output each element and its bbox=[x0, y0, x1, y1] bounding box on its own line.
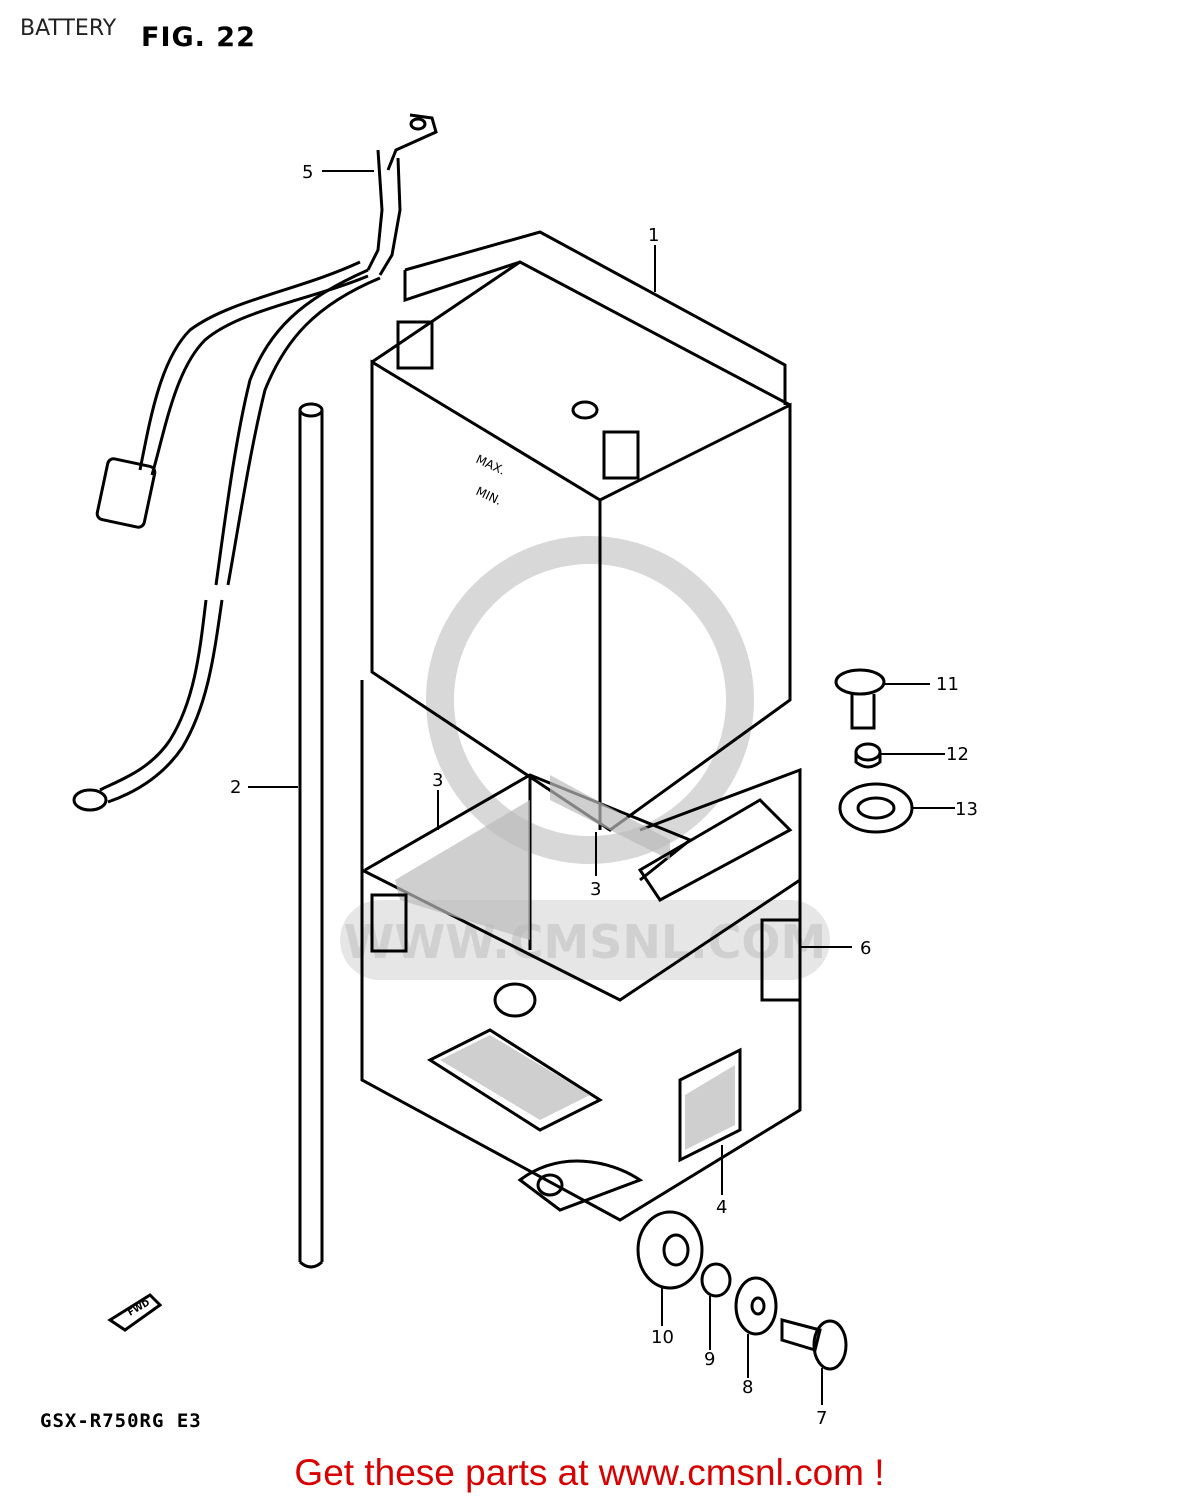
callout-3b: 3 bbox=[590, 879, 601, 900]
cushion-13 bbox=[838, 782, 914, 834]
battery-cable bbox=[72, 113, 438, 812]
washer-8 bbox=[734, 1276, 778, 1336]
cmsnl-watermark: WWW.CMSNL.COM bbox=[340, 536, 830, 980]
callout-10: 10 bbox=[651, 1327, 674, 1348]
callout-7: 7 bbox=[816, 1408, 827, 1429]
callout-11: 11 bbox=[936, 674, 959, 695]
figure-label: FIG. 22 bbox=[141, 22, 256, 53]
callout-5: 5 bbox=[302, 162, 313, 183]
model-code: GSX-R750RG E3 bbox=[40, 1410, 202, 1432]
callout-4: 4 bbox=[716, 1197, 727, 1218]
callout-12: 12 bbox=[946, 744, 969, 765]
watermark-text: WWW.CMSNL.COM bbox=[344, 915, 827, 969]
breather-tube bbox=[298, 402, 324, 1269]
cushion-10 bbox=[636, 1210, 704, 1290]
section-title: BATTERY bbox=[20, 16, 117, 41]
battery-cushion bbox=[395, 775, 735, 1150]
callout-8: 8 bbox=[742, 1377, 753, 1398]
screw-11 bbox=[834, 668, 886, 730]
callout-1: 1 bbox=[648, 225, 659, 246]
callout-13: 13 bbox=[955, 799, 978, 820]
collar-9 bbox=[700, 1262, 732, 1298]
svg-text:MAX.: MAX. bbox=[474, 452, 508, 478]
svg-text:MIN.: MIN. bbox=[474, 484, 504, 508]
battery-band bbox=[370, 798, 802, 1002]
fwd-arrow-icon: FWD bbox=[107, 1293, 163, 1332]
callout-6: 6 bbox=[860, 938, 871, 959]
get-parts-link[interactable]: Get these parts at www.cmsnl.com ! bbox=[294, 1452, 885, 1493]
collar-12 bbox=[854, 742, 882, 769]
callout-2: 2 bbox=[230, 777, 241, 798]
callout-9: 9 bbox=[704, 1349, 715, 1370]
screw-7 bbox=[780, 1318, 848, 1371]
leader-lines bbox=[248, 170, 955, 1405]
callout-3a: 3 bbox=[432, 770, 443, 791]
